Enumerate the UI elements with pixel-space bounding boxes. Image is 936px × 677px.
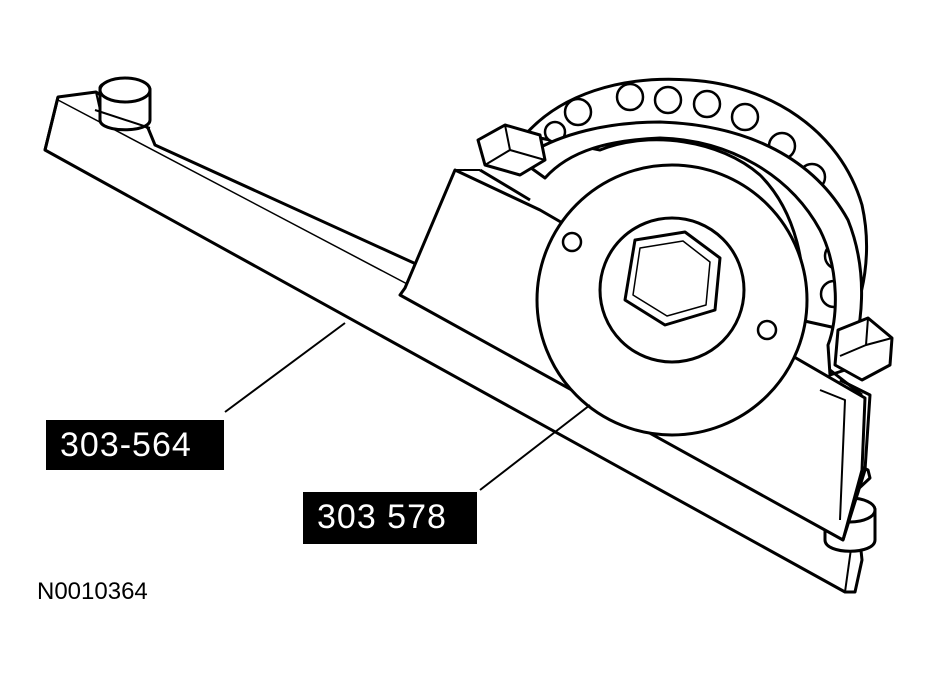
strap-bolt-left: [476, 123, 547, 202]
center-nut: [623, 230, 722, 327]
leader-line-a: [224, 322, 346, 413]
callout-tool-303-564: 303-564: [46, 420, 224, 470]
callout-tool-303-578: 303 578: [303, 492, 477, 544]
strap-bolt-right: [829, 316, 894, 397]
figure-id: N0010364: [37, 578, 148, 605]
bar-bolt-left: [94, 76, 152, 132]
leader-line-b: [479, 404, 591, 491]
